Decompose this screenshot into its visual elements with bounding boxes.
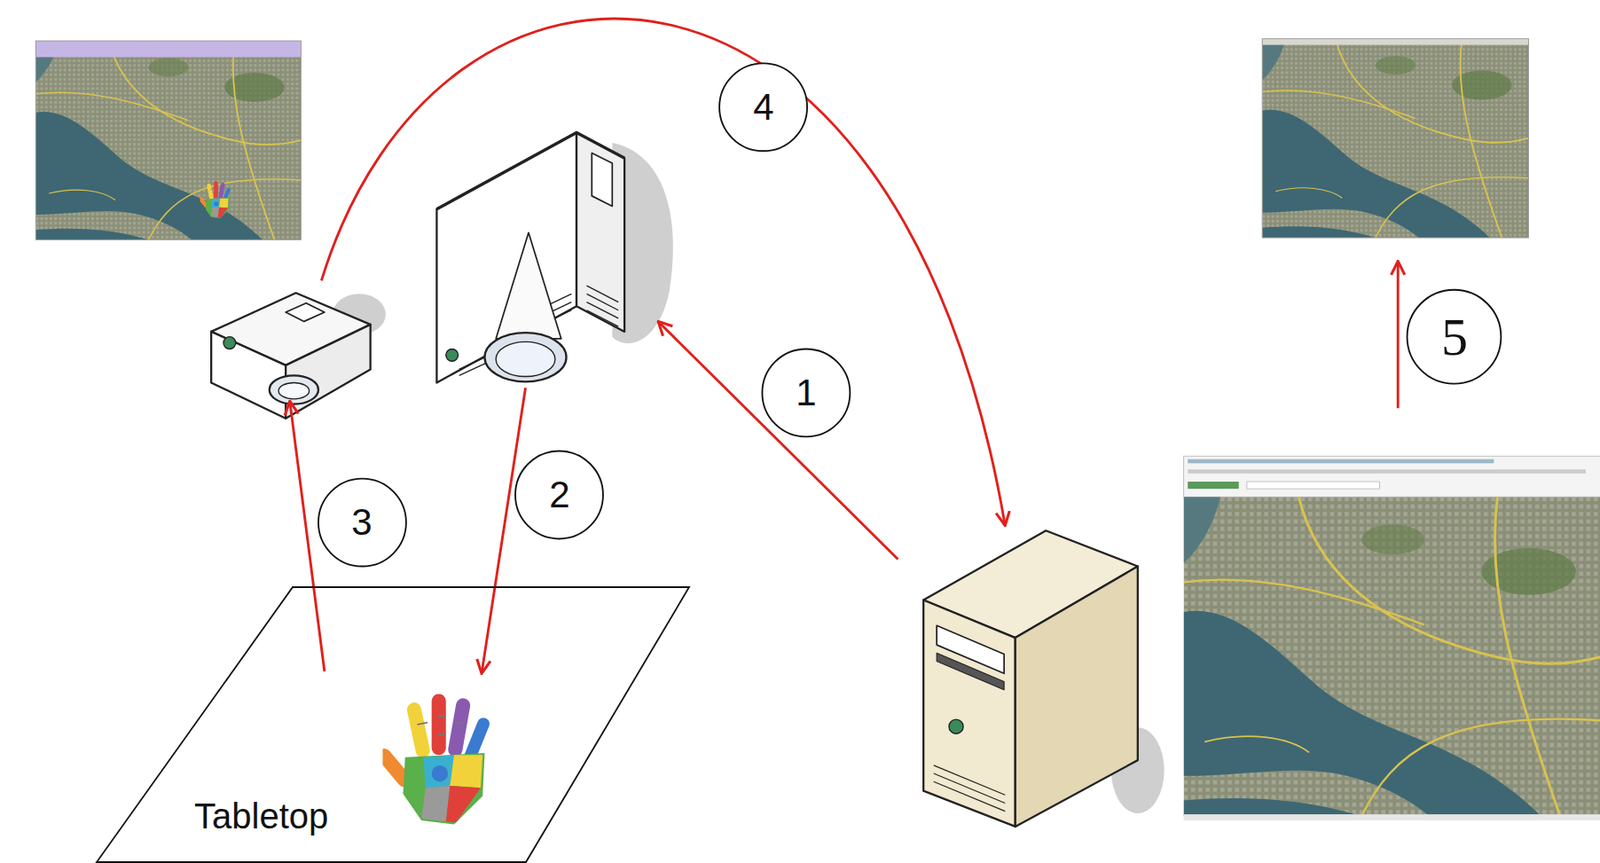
callout-number: 5: [1410, 301, 1499, 373]
logo-block: [1187, 481, 1240, 489]
light-cone: [495, 232, 562, 339]
status-light: [223, 337, 236, 350]
tabletop-surface: Tabletop: [96, 587, 690, 863]
search-field: [1247, 481, 1381, 489]
screenshot-frame: [35, 40, 301, 240]
flow-arrow: [290, 400, 325, 672]
computer-illustration: [923, 530, 1165, 827]
browser-chrome: [1184, 455, 1600, 497]
callout-circle: [761, 348, 850, 437]
camera-illustration: [211, 292, 386, 419]
projector-window: [591, 153, 612, 207]
hand-image: [197, 180, 232, 219]
node-label: Tabletop: [194, 794, 329, 838]
projector-lens: [484, 332, 566, 382]
flow-arrow: [658, 321, 898, 559]
flow-arrow: [481, 387, 526, 674]
callout-number: 1: [761, 357, 851, 429]
tabletop-screenshot: [35, 40, 301, 240]
browser-screenshot: [1184, 455, 1600, 821]
drive-bay: [936, 625, 1004, 674]
toolbar: [1187, 469, 1586, 474]
callout-number: 3: [317, 486, 407, 558]
flow-arrow: [321, 18, 1005, 526]
map-image: [35, 40, 301, 240]
vents: [933, 765, 1006, 812]
map-image: [1262, 39, 1529, 238]
camera-lens: [278, 382, 310, 399]
camera-side: [211, 331, 286, 419]
screenshot-frame: [1262, 39, 1529, 238]
flow-arrows: [290, 18, 1398, 674]
computer-front: [923, 599, 1016, 826]
camera-lens: [269, 375, 319, 404]
output-screenshot: [1262, 39, 1529, 238]
callout-number: 4: [719, 71, 808, 143]
illustration-group: [35, 18, 1600, 827]
status-bar: [1184, 814, 1600, 821]
callout-number: 2: [515, 459, 604, 531]
callout-circle: [1407, 290, 1502, 385]
projector-illustration: [436, 133, 673, 384]
status-light: [446, 348, 459, 361]
callout-circles: [318, 62, 1501, 566]
title-bar: [1262, 39, 1529, 46]
callout-circle: [318, 478, 407, 567]
tabletop-outline: [96, 587, 690, 863]
hand-image: [374, 693, 492, 824]
map-image: [1184, 496, 1600, 816]
tabletop-outline: [96, 587, 690, 863]
flow-arrow: [1396, 261, 1400, 409]
toolbar: [1187, 459, 1494, 464]
drive-slot: [936, 652, 1004, 690]
projector-lens: [495, 341, 556, 377]
power-light: [949, 719, 964, 734]
callout-circle: [719, 62, 808, 151]
computer-side: [1015, 566, 1138, 827]
camera-window: [285, 303, 325, 322]
sky-band: [35, 40, 301, 57]
projector-edge: [436, 133, 625, 210]
